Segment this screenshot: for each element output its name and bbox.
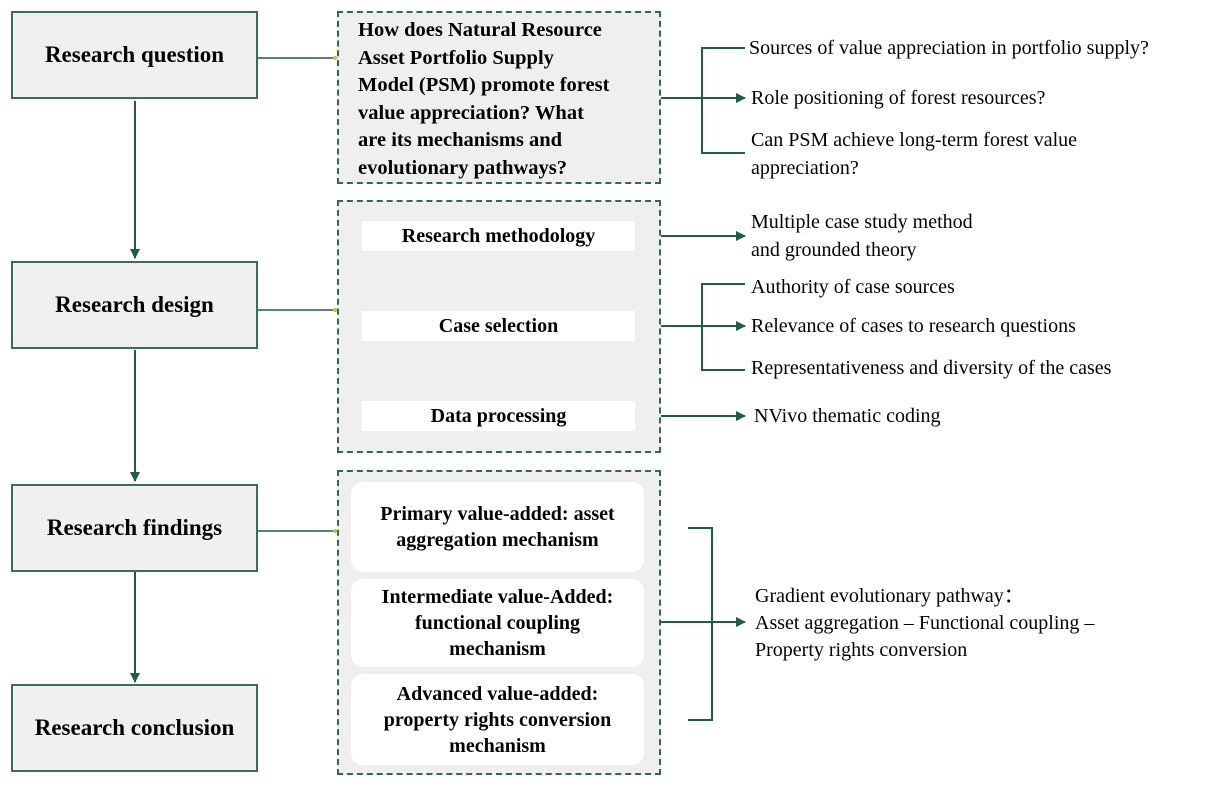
stage-research-findings: Research findings [11, 484, 258, 572]
methodology-output: Multiple case study method and grounded … [751, 211, 973, 261]
stage-research-question: Research question [11, 11, 258, 99]
case-output-representativeness: Representativeness and diversity of the … [751, 357, 1112, 379]
question-output-sources: Sources of value appreciation in portfol… [749, 37, 1149, 59]
case-selection-label: Case selection [362, 311, 635, 341]
finding-advanced: Advanced value-added: property rights co… [351, 674, 644, 765]
findings-bracket [688, 527, 713, 721]
stage-label: Research design [55, 292, 214, 317]
data-processing-output: NVivo thematic coding [754, 405, 941, 427]
data-processing-label: Data processing [362, 401, 635, 431]
stage-research-design: Research design [11, 261, 258, 349]
gradient-pathway-output: Gradient evolutionary pathway： Asset agg… [755, 585, 1095, 661]
question-bracket [701, 47, 745, 154]
research-question-text: How does Natural Resource Asset Portfoli… [358, 19, 610, 179]
research-methodology-label: Research methodology [362, 221, 635, 251]
stage-research-conclusion: Research conclusion [11, 684, 258, 772]
finding-primary: Primary value-added: asset aggregation m… [351, 482, 644, 572]
question-output-role: Role positioning of forest resources? [751, 87, 1046, 109]
finding-intermediate: Intermediate value-Added: functional cou… [351, 579, 644, 667]
stage-label: Research question [44, 42, 225, 67]
case-output-relevance: Relevance of cases to research questions [751, 315, 1076, 337]
stage-label: Research conclusion [34, 715, 235, 740]
question-output-longterm: Can PSM achieve long-term forest value a… [751, 129, 1078, 179]
case-output-authority: Authority of case sources [751, 276, 955, 298]
question-panel [337, 11, 661, 184]
stage-label: Research findings [46, 515, 223, 540]
